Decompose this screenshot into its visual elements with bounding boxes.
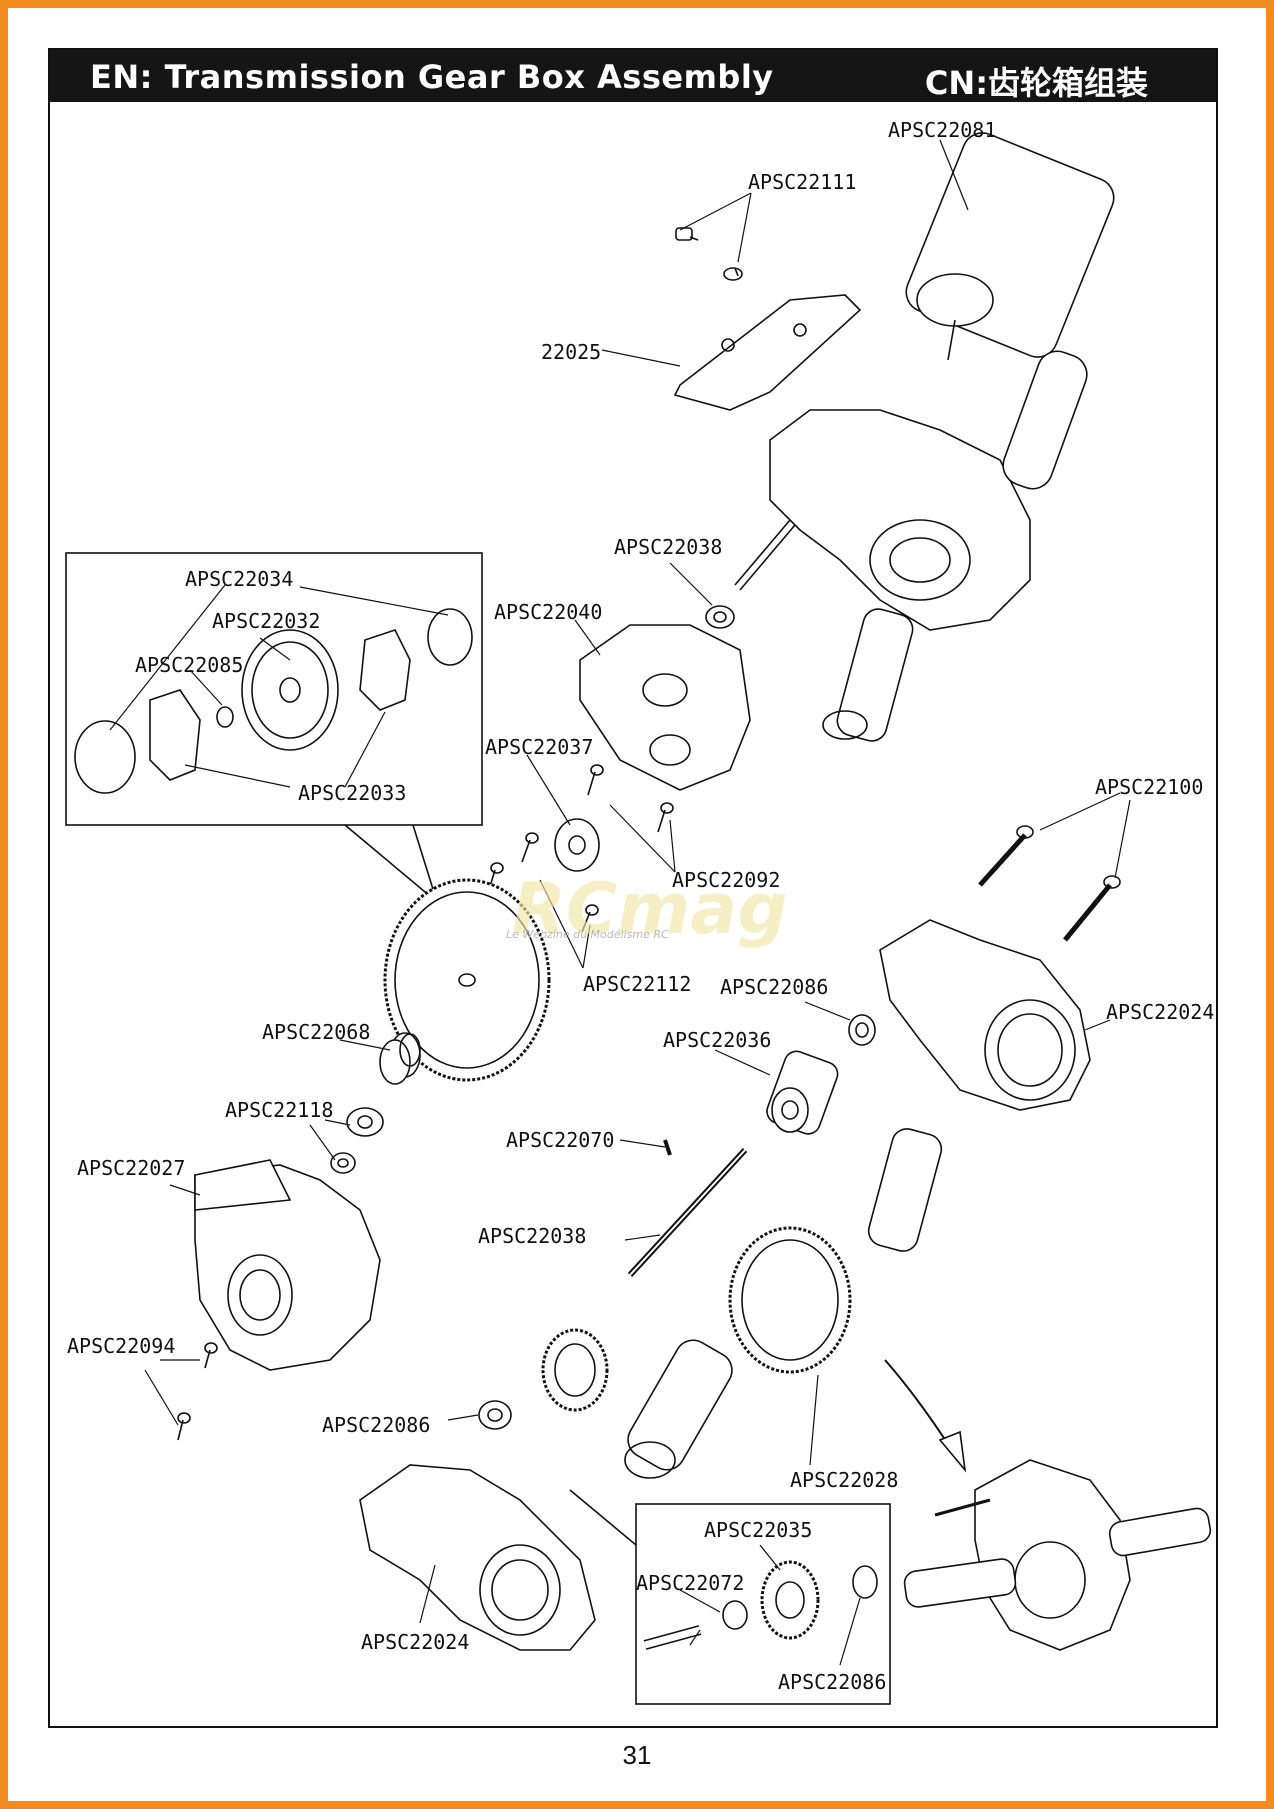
label-case-right: APSC22024 [1106,1000,1215,1024]
pin-drawing [663,1139,672,1156]
leader-lines [109,139,1131,1666]
label-case-left: APSC22024 [361,1630,470,1654]
label-gear-plate: APSC22040 [494,600,603,624]
label-spring: APSC22068 [262,1020,371,1044]
nut-drawing [330,1152,356,1174]
long-screws-drawing [978,825,1121,942]
label-bearing-bottom: APSC22086 [778,1670,887,1694]
inset-pointer [344,824,439,905]
slipper-inset-drawing [74,608,473,794]
label-bearing-right: APSC22086 [720,975,829,999]
rcmag-watermark: RCmag [512,868,788,950]
assembled-gearbox-drawing [903,1459,1212,1651]
gear-plate-drawing [579,624,751,791]
label-slipper-pad: APSC22033 [298,781,407,805]
inset-topgear-box [635,1503,891,1705]
inset-slipper-box [65,552,483,826]
label-slipper-plate: APSC22034 [185,567,294,591]
label-motor-plate: 22025 [541,340,602,364]
label-pinion: APSC22037 [485,735,594,759]
left-gear-drawing [541,1328,609,1412]
label-diff-gear: APSC22028 [790,1468,899,1492]
screws-mid-drawing [487,764,674,933]
label-spring-holder: APSC22118 [225,1098,334,1122]
label-long-screws: APSC22100 [1095,775,1204,799]
label-motor: APSC22081 [888,118,997,142]
content-border [48,48,1218,1728]
label-bearing-left: APSC22086 [322,1413,431,1437]
right-case-drawing [879,919,1091,1111]
title-banner: EN: Transmission Gear Box Assembly CN:齿轮… [50,50,1216,102]
upper-gearbox-drawing [734,350,1088,742]
bearing-left-drawing [478,1400,512,1430]
motor-plate-drawing [673,294,862,411]
bearing-right-drawing [848,1014,876,1046]
english-title: EN: Transmission Gear Box Assembly [90,58,774,96]
diff-assembly-drawing [624,1128,943,1479]
gear-cover-drawing [194,1159,381,1371]
motor-drawing [905,132,1115,361]
label-cover-screws: APSC22094 [67,1334,176,1358]
label-top-shaft: APSC22072 [636,1571,745,1595]
top-screws-drawing [675,227,743,281]
chinese-title: CN:齿轮箱组装 [924,64,1148,102]
main-shaft-drawing [627,1147,748,1278]
label-bushing-small: APSC22085 [135,653,244,677]
label-gear-cover: APSC22027 [77,1156,186,1180]
spring-holder-drawing [346,1107,384,1137]
label-spur-gear: APSC22032 [212,609,321,633]
label-main-shaft: APSC22038 [478,1224,587,1248]
bearing-top-drawing [705,605,735,629]
rcmag-tagline: Le Webzine du Modélisme RC [506,928,669,941]
label-plate-screws: APSC22092 [672,868,781,892]
idler-gear-drawing [766,1050,839,1135]
label-spur-screws: APSC22112 [583,972,692,996]
label-idler-gear: APSC22036 [663,1028,772,1052]
topgear-inset-drawing [643,1560,878,1650]
left-case-drawing [359,1464,596,1651]
spring-drawing [379,1032,421,1085]
label-shaft-bearing: APSC22038 [614,535,723,559]
pinion-drawing [554,818,600,872]
page-number: 31 [622,1740,652,1770]
label-screw-top: APSC22111 [748,170,857,194]
label-pin: APSC22070 [506,1128,615,1152]
label-top-gear: APSC22035 [704,1518,813,1542]
